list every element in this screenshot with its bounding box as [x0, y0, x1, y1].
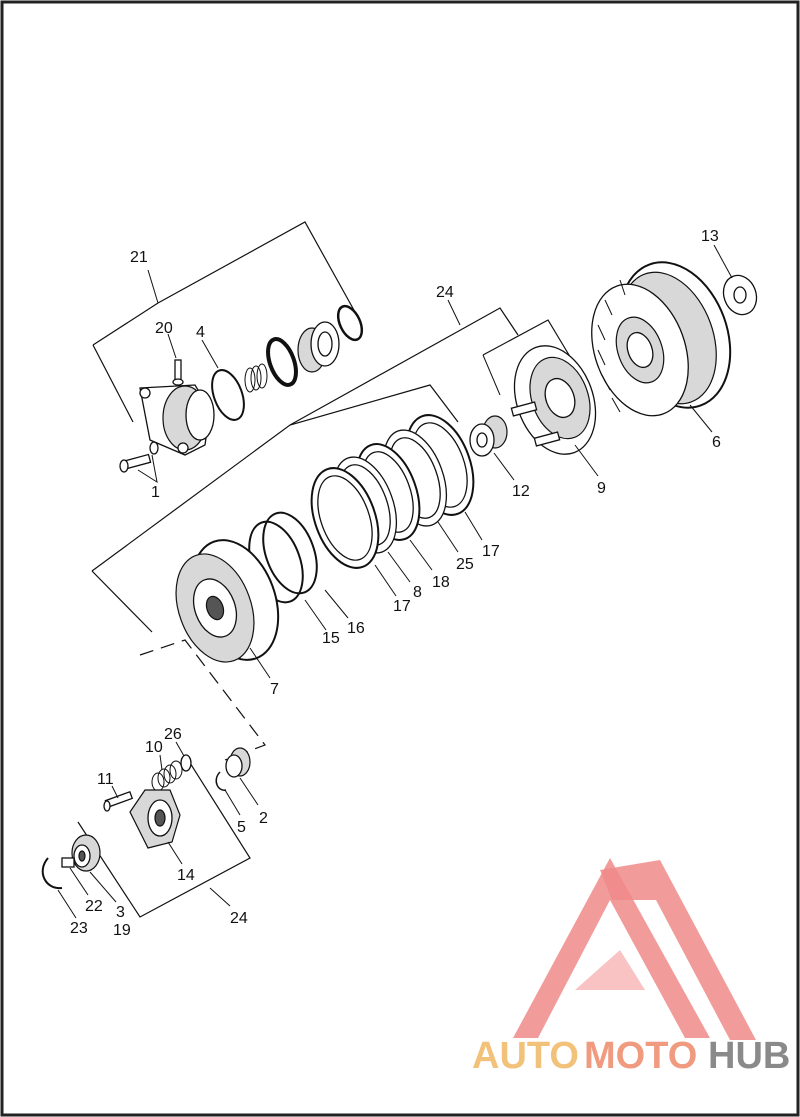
leader-6 [689, 404, 713, 433]
bracket-24-upper-left [91, 570, 153, 633]
bracket-24-lower [77, 754, 251, 918]
leader-2 [239, 777, 259, 806]
leader-18 [409, 539, 433, 571]
leader-1 [137, 454, 158, 484]
leader-23 [57, 889, 77, 919]
leader-24b [209, 887, 231, 907]
bracket-24-drop [482, 354, 501, 396]
leader-20 [167, 333, 177, 359]
part-10-spring [151, 760, 183, 792]
callout-19: 19 [113, 922, 131, 939]
callout-14: 14 [177, 867, 195, 884]
leader-21 [147, 269, 159, 304]
part-11-screw [103, 790, 134, 812]
callout-12: 12 [512, 483, 530, 500]
part-13-washer [722, 274, 758, 316]
bracket-24-upper [91, 384, 459, 572]
part-9-clutch-hub [510, 345, 597, 455]
part-16-ring [262, 511, 318, 595]
leader-8 [387, 551, 411, 583]
callout-3: 3 [116, 904, 125, 921]
callout-8: 8 [413, 584, 422, 601]
callout-15: 15 [322, 630, 340, 647]
part-26-washer [180, 754, 192, 772]
callout-13: 13 [701, 228, 719, 245]
leader-22 [69, 867, 89, 896]
leader-10 [159, 754, 163, 771]
part-large-oring [336, 304, 364, 342]
leader-7 [249, 647, 271, 679]
part-7-pressure-plate [175, 539, 280, 663]
leader-13 [713, 244, 733, 279]
callout-24-lower: 24 [230, 910, 248, 927]
bracket-21 [92, 221, 356, 346]
leader-9 [574, 444, 599, 477]
watermark-logo [513, 858, 756, 1040]
watermark-text-moto: MOTO [584, 1035, 697, 1077]
bracket-24-upper-right [482, 319, 576, 366]
part-2-bearing [225, 747, 251, 778]
part-1-screw [119, 441, 159, 473]
callout-10: 10 [145, 739, 163, 756]
part-23-snap-ring [41, 857, 63, 890]
leader-4 [201, 339, 219, 369]
part-4-oring [211, 369, 245, 421]
callout-17-front: 17 [393, 598, 411, 615]
part-12-bushing [469, 415, 508, 457]
leader-14 [167, 841, 183, 865]
callout-1: 1 [151, 484, 160, 501]
part-21-slave-cylinder [139, 384, 215, 456]
callout-6: 6 [712, 434, 721, 451]
leader-17a [374, 564, 397, 597]
leader-15 [304, 599, 327, 631]
leader-25 [437, 521, 459, 553]
callout-5: 5 [237, 819, 246, 836]
leader-3 [89, 871, 117, 903]
callout-17-rear: 17 [482, 543, 500, 560]
callout-9: 9 [597, 480, 606, 497]
callout-22: 22 [85, 898, 103, 915]
leader-11 [111, 785, 119, 799]
callout-26: 26 [164, 726, 182, 743]
callout-4: 4 [196, 324, 205, 341]
part-22-nut [61, 857, 75, 868]
watermark-text-hub: HUB [708, 1035, 790, 1077]
callout-24-upper: 24 [436, 284, 454, 301]
leader-17b [464, 511, 483, 541]
callout-25: 25 [456, 556, 474, 573]
callout-23: 23 [70, 920, 88, 937]
leader-5 [224, 789, 241, 816]
callout-21: 21 [130, 249, 148, 266]
part-20-bleeder [172, 359, 184, 386]
callout-11: 11 [97, 771, 114, 788]
bracket-21-left [92, 344, 134, 423]
part-14-bearing-plate [129, 789, 181, 849]
callout-7: 7 [270, 681, 279, 698]
part-3-adjuster [71, 834, 101, 872]
bracket-24-upper-mid [289, 307, 519, 426]
part-spring-small [244, 363, 268, 393]
callout-16: 16 [347, 620, 365, 637]
callout-18: 18 [432, 574, 450, 591]
part-piston [297, 321, 340, 373]
leader-12 [493, 452, 515, 481]
callout-2: 2 [259, 810, 268, 827]
leader-26 [175, 741, 185, 757]
part-17-friction-plate-front [310, 467, 380, 569]
leader-16 [324, 589, 349, 619]
part-6-clutch-shell [591, 261, 732, 417]
part-5-retaining-ring [215, 771, 227, 791]
part-retaining-ring [266, 337, 298, 387]
watermark-text-auto: AUTO [472, 1035, 579, 1077]
callout-20: 20 [155, 320, 173, 337]
leader-24a [447, 299, 461, 326]
